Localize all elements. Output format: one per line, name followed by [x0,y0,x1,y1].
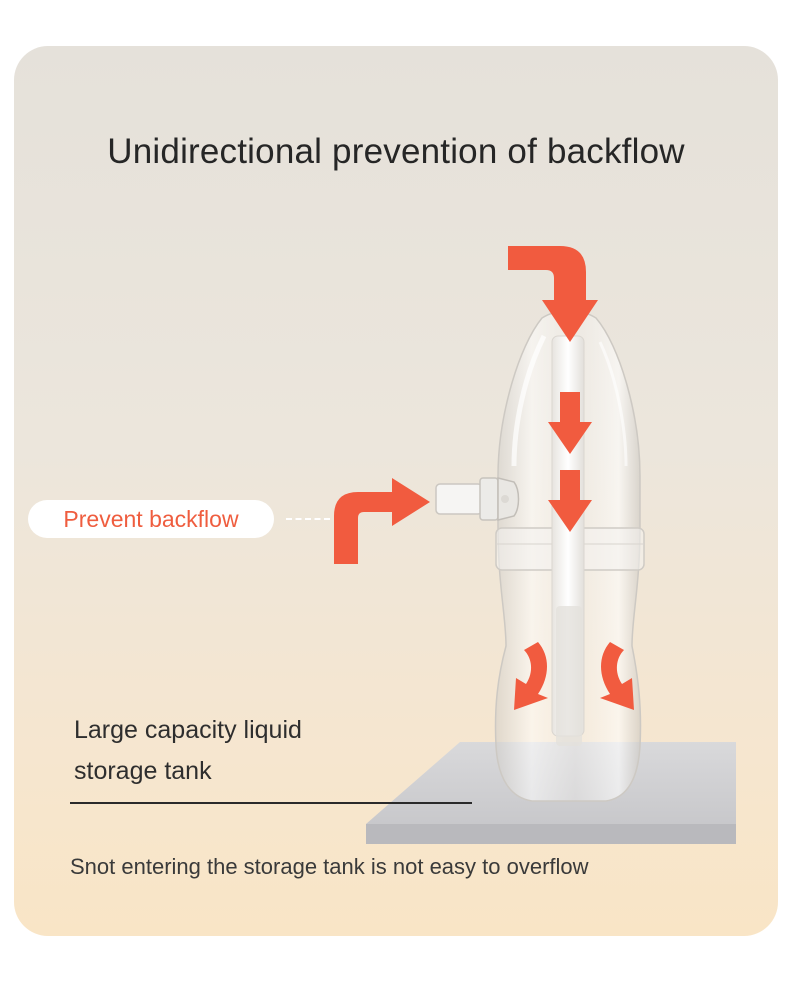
bent-arrow-icon [508,246,598,342]
callout-dashed-line [286,518,330,520]
prevent-backflow-label: Prevent backflow [28,500,274,538]
aspirator-bottle [435,309,645,802]
flow-arrows [334,246,634,710]
storage-tank-label-line1: Large capacity liquid [74,716,302,744]
curved-arrow-icon [600,642,634,710]
callout-underline [70,802,472,804]
flow-arrow-icon [548,392,592,454]
product-card: Unidirectional prevention of backflow [14,46,778,936]
storage-tank-label: Large capacity liquid storage tank [74,710,302,792]
headline: Unidirectional prevention of backflow [107,132,685,171]
bent-arrow-icon [334,478,430,564]
aspirator-illustration [334,246,736,844]
footnote-text: Snot entering the storage tank is not ea… [70,854,589,879]
storage-tank-label-line2: storage tank [74,757,212,785]
flow-arrow-icon [548,470,592,532]
curved-arrow-icon [514,642,548,710]
